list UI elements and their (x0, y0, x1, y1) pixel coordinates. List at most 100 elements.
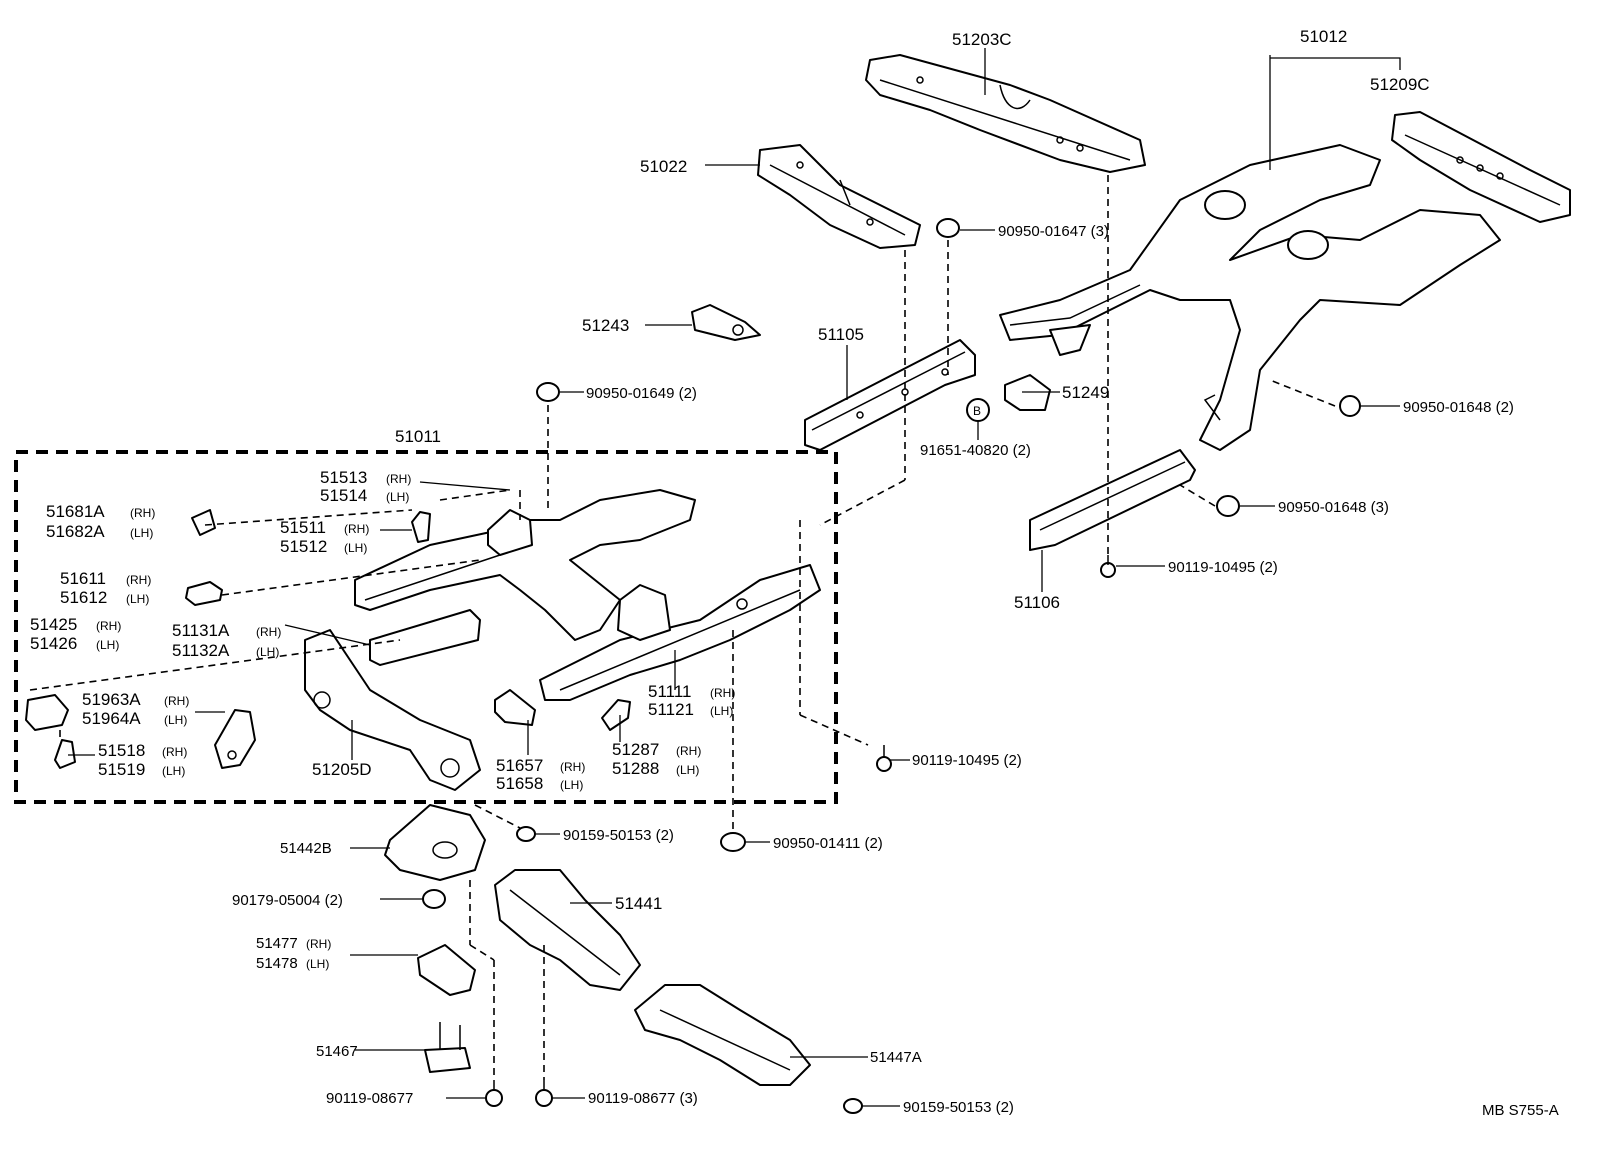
label-51519: 51519 (98, 760, 145, 779)
label-51611: 51611 (60, 569, 106, 588)
label-90159-50153-b: 90159-50153 (2) (903, 1099, 1014, 1116)
part-51681a-bracket (191, 509, 216, 536)
label-51106: 51106 (1014, 593, 1060, 612)
label-51477: 51477 (256, 935, 298, 952)
label-90179-05004: 90179-05004 (2) (232, 892, 343, 909)
part-51425-bracket (25, 694, 69, 731)
label-51513: 51513 (320, 468, 367, 487)
part-51441-shield (494, 869, 641, 991)
label-51022: 51022 (640, 157, 687, 176)
label-51518-rh: (RH) (162, 745, 187, 759)
label-51426-lh: (LH) (96, 638, 119, 652)
part-51611-pad (185, 581, 223, 606)
part-90950-01648-grommet (1339, 395, 1361, 417)
label-51442b: 51442B (280, 840, 332, 857)
label-51467: 51467 (316, 1043, 358, 1060)
part-51511-bracket (411, 511, 431, 543)
part-51477-bracket (417, 944, 476, 996)
label-51243: 51243 (582, 316, 629, 335)
label-51512: 51512 (280, 537, 327, 556)
label-51514-lh: (LH) (386, 490, 409, 504)
label-51657: 51657 (496, 756, 543, 775)
label-90950-01648-b: 90950-01648 (3) (1278, 499, 1389, 516)
part-51011-front-subframe (354, 489, 821, 701)
part-90950-01648-grommet-2 (1216, 495, 1240, 517)
label-51249: 51249 (1062, 383, 1109, 402)
label-51512-lh: (LH) (344, 541, 367, 555)
label-51518: 51518 (98, 741, 145, 760)
part-51111-mount (617, 584, 671, 641)
part-51205d-crossmember (304, 629, 481, 791)
label-51205d: 51205D (312, 760, 372, 779)
label-51209c: 51209C (1370, 75, 1430, 94)
part-51012-rear-frame (999, 144, 1501, 451)
label-51287: 51287 (612, 740, 659, 759)
label-51519-lh: (LH) (162, 764, 185, 778)
label-51657-rh: (RH) (560, 760, 585, 774)
part-51203c-crossmember (865, 54, 1146, 173)
part-90119-08677-bolt (485, 1080, 503, 1107)
label-51963a: 51963A (82, 690, 141, 709)
label-51111-rh: (RH) (710, 686, 735, 700)
label-51111: 51111 (648, 682, 692, 701)
label-90159-50153-a: 90159-50153 (2) (563, 827, 674, 844)
part-51209c-crossmember (1391, 111, 1571, 223)
label-90950-01648-a: 90950-01648 (2) (1403, 399, 1514, 416)
label-51478: 51478 (256, 955, 298, 972)
part-90159-50153-clip (516, 826, 536, 842)
label-51477-rh: (RH) (306, 937, 331, 951)
part-90119-08677-bolt-2 (535, 1080, 553, 1107)
label-51131a-rh: (RH) (256, 625, 281, 639)
label-90119-08677-b: 90119-08677 (3) (588, 1090, 698, 1107)
label-51511: 51511 (280, 518, 326, 537)
callout-b-circle (966, 398, 990, 422)
label-90950-01649: 90950-01649 (2) (586, 385, 697, 402)
part-51513-bracket (487, 509, 533, 556)
label-51682a-lh: (LH) (130, 526, 153, 540)
label-51964a-lh: (LH) (164, 713, 187, 727)
label-51105: 51105 (818, 325, 864, 344)
label-51287-rh: (RH) (676, 744, 701, 758)
label-90950-01411: 90950-01411 (2) (773, 835, 883, 852)
label-51514: 51514 (320, 486, 367, 505)
label-51426: 51426 (30, 634, 77, 653)
label-51288: 51288 (612, 759, 659, 778)
label-51425-rh: (RH) (96, 619, 121, 633)
part-90950-01411-grommet (720, 832, 746, 852)
label-51288-lh: (LH) (676, 763, 699, 777)
part-51447a-lower-shield (634, 984, 811, 1086)
label-91651-40820: 91651-40820 (2) (920, 442, 1031, 459)
part-90179-05004-nut (422, 889, 446, 909)
label-51681a-rh: (RH) (130, 506, 155, 520)
label-51478-lh: (LH) (306, 957, 329, 971)
label-51513-rh: (RH) (386, 472, 411, 486)
label-51121: 51121 (648, 700, 694, 719)
part-90119-10495-bolt (1100, 555, 1116, 578)
diagram-code: MB S755-A (1482, 1102, 1559, 1119)
callout-b-label: B (973, 404, 981, 418)
part-51518-bracket (54, 739, 76, 769)
label-51612: 51612 (60, 588, 107, 607)
part-51022-bracket (757, 144, 921, 249)
part-51442b-mount (384, 804, 486, 881)
part-51467-stud-plate (424, 1022, 471, 1073)
label-51132a-lh: (LH) (256, 645, 279, 659)
part-90119-10495-bolt-2 (876, 745, 892, 772)
part-90159-50153-clip-2 (843, 1098, 863, 1114)
label-51658: 51658 (496, 774, 543, 793)
part-51243-bracket (691, 304, 761, 341)
leader-lines (68, 48, 1401, 1107)
label-51131a: 51131A (172, 621, 230, 640)
label-90119-08677-a: 90119-08677 (326, 1090, 413, 1107)
label-51447a: 51447A (870, 1049, 922, 1066)
label-51963a-rh: (RH) (164, 694, 189, 708)
assembly-box-51011 (14, 450, 838, 804)
label-51132a: 51132A (172, 641, 230, 660)
label-51658-lh: (LH) (560, 778, 583, 792)
label-51682a: 51682A (46, 522, 105, 541)
part-51657-bracket (494, 689, 536, 726)
label-51441: 51441 (615, 894, 662, 913)
label-90119-10495-a: 90119-10495 (2) (1168, 559, 1278, 576)
label-51012: 51012 (1300, 27, 1347, 46)
part-labels: 51203C 51012 51209C 51022 90950-01647 (3… (30, 27, 1559, 1119)
